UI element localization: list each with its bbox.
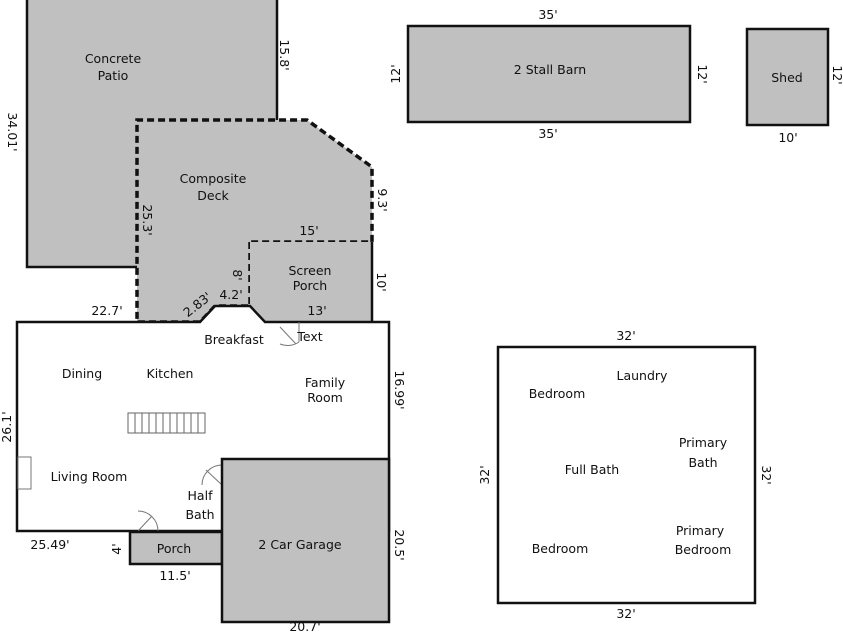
dim-deck-right: 9.3' (375, 188, 390, 211)
garage (220, 457, 391, 624)
dim-house-bottom: 25.49' (30, 537, 69, 552)
barn (406, 24, 692, 124)
dim-barn-bottom: 35' (538, 126, 557, 141)
dim-house-left: 26.1' (0, 411, 14, 442)
shed (745, 27, 830, 127)
dim-patio-right: 15.8' (277, 39, 292, 70)
screen-porch (250, 242, 372, 322)
dim-porch-bottom: 11.5' (159, 568, 190, 583)
dim-house-right: 16.99' (392, 370, 407, 409)
label-full-bath: Full Bath (565, 462, 619, 477)
label-text: Text (296, 329, 322, 344)
dim-porch-top: 15' (299, 223, 318, 238)
label-laundry: Laundry (617, 368, 669, 383)
dim-second-right: 32' (759, 465, 774, 484)
dim-house-top-left: 22.7' (91, 303, 122, 318)
label-bedroom-1: Bedroom (529, 386, 586, 401)
dim-shed-right: 12' (830, 65, 843, 84)
dim-deck-8: 8' (230, 269, 245, 280)
label-breakfast: Breakfast (204, 332, 264, 347)
label-bedroom-2: Bedroom (532, 541, 589, 556)
composite-deck (137, 120, 372, 322)
label-barn: 2 Stall Barn (514, 62, 586, 77)
label-shed: Shed (771, 70, 802, 85)
dim-screen-porch-bottom: 13' (307, 303, 326, 318)
door-swings (137, 322, 300, 532)
label-porch: Porch (157, 541, 191, 556)
label-dining: Dining (62, 366, 102, 381)
label-garage: 2 Car Garage (258, 537, 342, 552)
label-living-room: Living Room (51, 469, 128, 484)
dim-barn-top: 35' (538, 7, 557, 22)
dim-barn-left: 12' (388, 64, 403, 83)
dim-deck-42: 4.2' (219, 287, 242, 302)
dim-shed-bottom: 10' (778, 130, 797, 145)
label-kitchen: Kitchen (147, 366, 194, 381)
dim-patio-left: 34.01' (5, 112, 20, 151)
dim-garage-bottom: 20.7' (289, 619, 320, 632)
second-floor-plan (496, 345, 757, 605)
stairs (127, 412, 206, 434)
dim-deck-left: 25.3' (140, 204, 155, 235)
dim-garage-right: 20.5' (392, 529, 407, 560)
dim-porch-left: 4' (109, 543, 124, 554)
dim-second-bottom: 32' (616, 606, 635, 621)
dim-barn-right: 12' (695, 64, 710, 83)
dim-screen-porch-right: 10' (374, 272, 389, 291)
porch (128, 530, 224, 566)
dim-second-top: 32' (616, 328, 635, 343)
fireplace (17, 456, 32, 490)
dim-second-left: 32' (477, 465, 492, 484)
